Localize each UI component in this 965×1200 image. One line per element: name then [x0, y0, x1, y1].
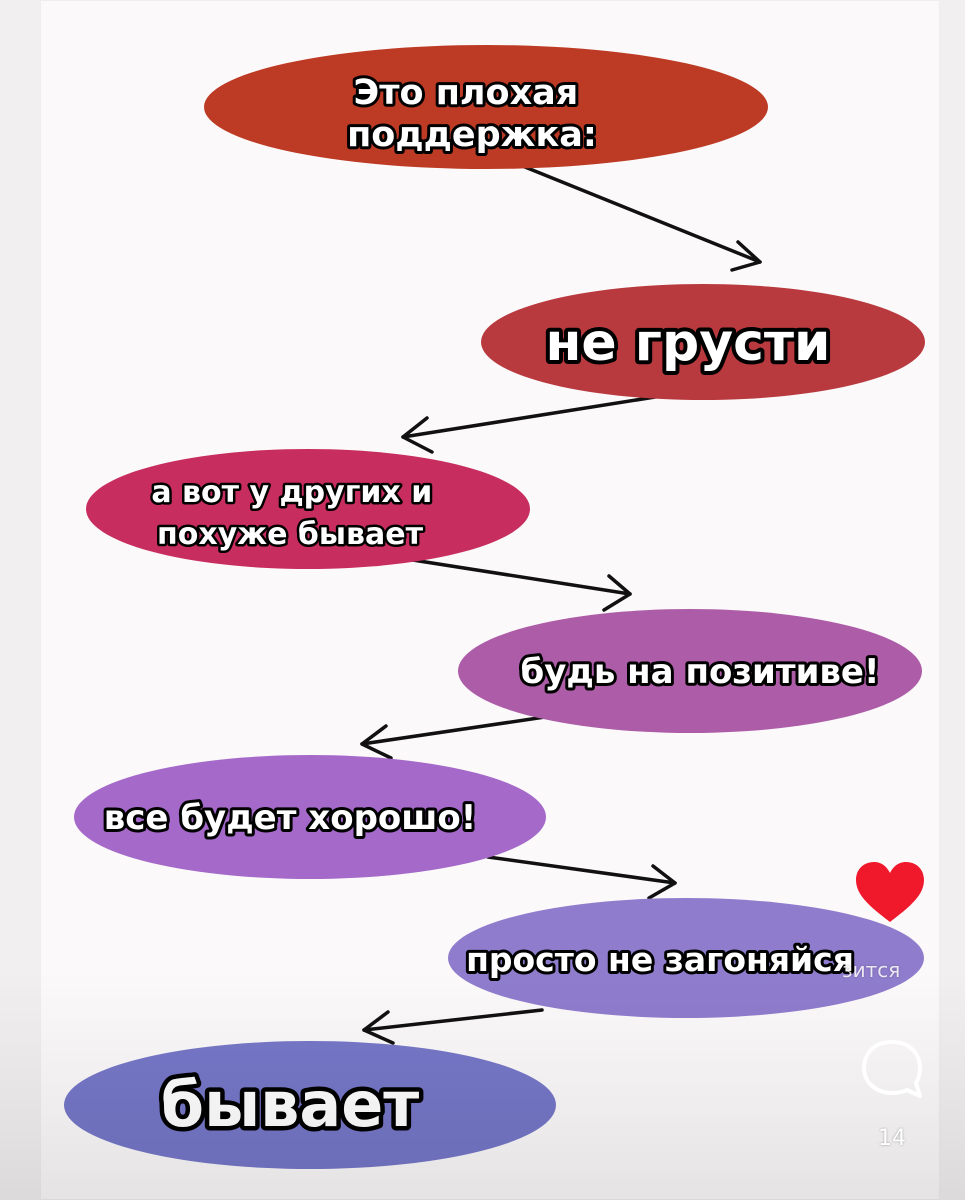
arrow-6 [362, 1008, 544, 1032]
connectors [360, 163, 762, 1045]
arrow-5-head [647, 864, 677, 900]
arrow-4-head [360, 724, 393, 760]
node-text: не грусти [546, 313, 831, 373]
node-ellipse [204, 45, 768, 169]
arrow-6-head [362, 1010, 395, 1045]
arrow-3-head [602, 574, 632, 612]
comment-button[interactable] [856, 1036, 928, 1102]
flow-node-it-happens: бывает [64, 1041, 556, 1169]
like-button[interactable] [852, 860, 928, 926]
node-text: будь на позитиве! [520, 652, 879, 692]
flow-node-stay-positive: будь на позитиве! [458, 609, 922, 733]
flow-node-dont-be-sad: не грусти [481, 284, 925, 400]
heart-icon [856, 862, 924, 922]
node-ellipse [74, 755, 546, 879]
node-text-line-1: не грусти [546, 313, 831, 373]
node-ellipse [458, 609, 922, 733]
comment-count: 14 [878, 1126, 906, 1151]
node-text-line-1: все будет хорошо! [104, 798, 477, 838]
node-text-line-1: Это плохая [354, 73, 579, 113]
node-text-line-1: бывает [161, 1068, 419, 1141]
node-text-line-2: поддержка: [347, 115, 597, 155]
overlay-caption-fragment: зится [842, 958, 901, 982]
flow-node-just-dont-worry: просто не загоняйся [448, 898, 924, 1018]
comment-bubble-icon [862, 1040, 922, 1098]
node-text: все будет хорошо! [104, 798, 477, 838]
node-text: а вот у других и похуже бывает [151, 475, 442, 552]
node-ellipse [86, 449, 530, 569]
comment-bubble-outline [862, 1040, 922, 1098]
node-text: бывает [161, 1068, 419, 1141]
node-text-line-1: а вот у других и [151, 475, 432, 510]
heart-shape [856, 862, 924, 922]
flow-node-everything-will-be-fine: все будет хорошо! [74, 755, 546, 879]
node-text: Это плохая поддержка: [347, 73, 597, 155]
node-text-line-1: будь на позитиве! [520, 652, 879, 692]
node-text-line-2: похуже бывает [157, 517, 424, 552]
arrow-4 [360, 715, 547, 746]
arrow-2 [401, 395, 657, 439]
node-ellipse [481, 284, 925, 400]
arrow-5 [486, 855, 677, 885]
flow-node-bad-support: Это плохая поддержка: [204, 45, 768, 169]
node-ellipse [64, 1041, 556, 1169]
flow-node-others-have-it-worse: а вот у других и похуже бывает [86, 449, 530, 569]
node-text: просто не загоняйся [466, 940, 854, 979]
arrow-1 [518, 163, 762, 264]
arrow-3 [398, 556, 632, 596]
node-text-line-1: просто не загоняйся [466, 940, 854, 979]
arrow-1-head [730, 240, 762, 272]
arrow-2-head [401, 416, 434, 454]
node-ellipse [448, 898, 924, 1018]
